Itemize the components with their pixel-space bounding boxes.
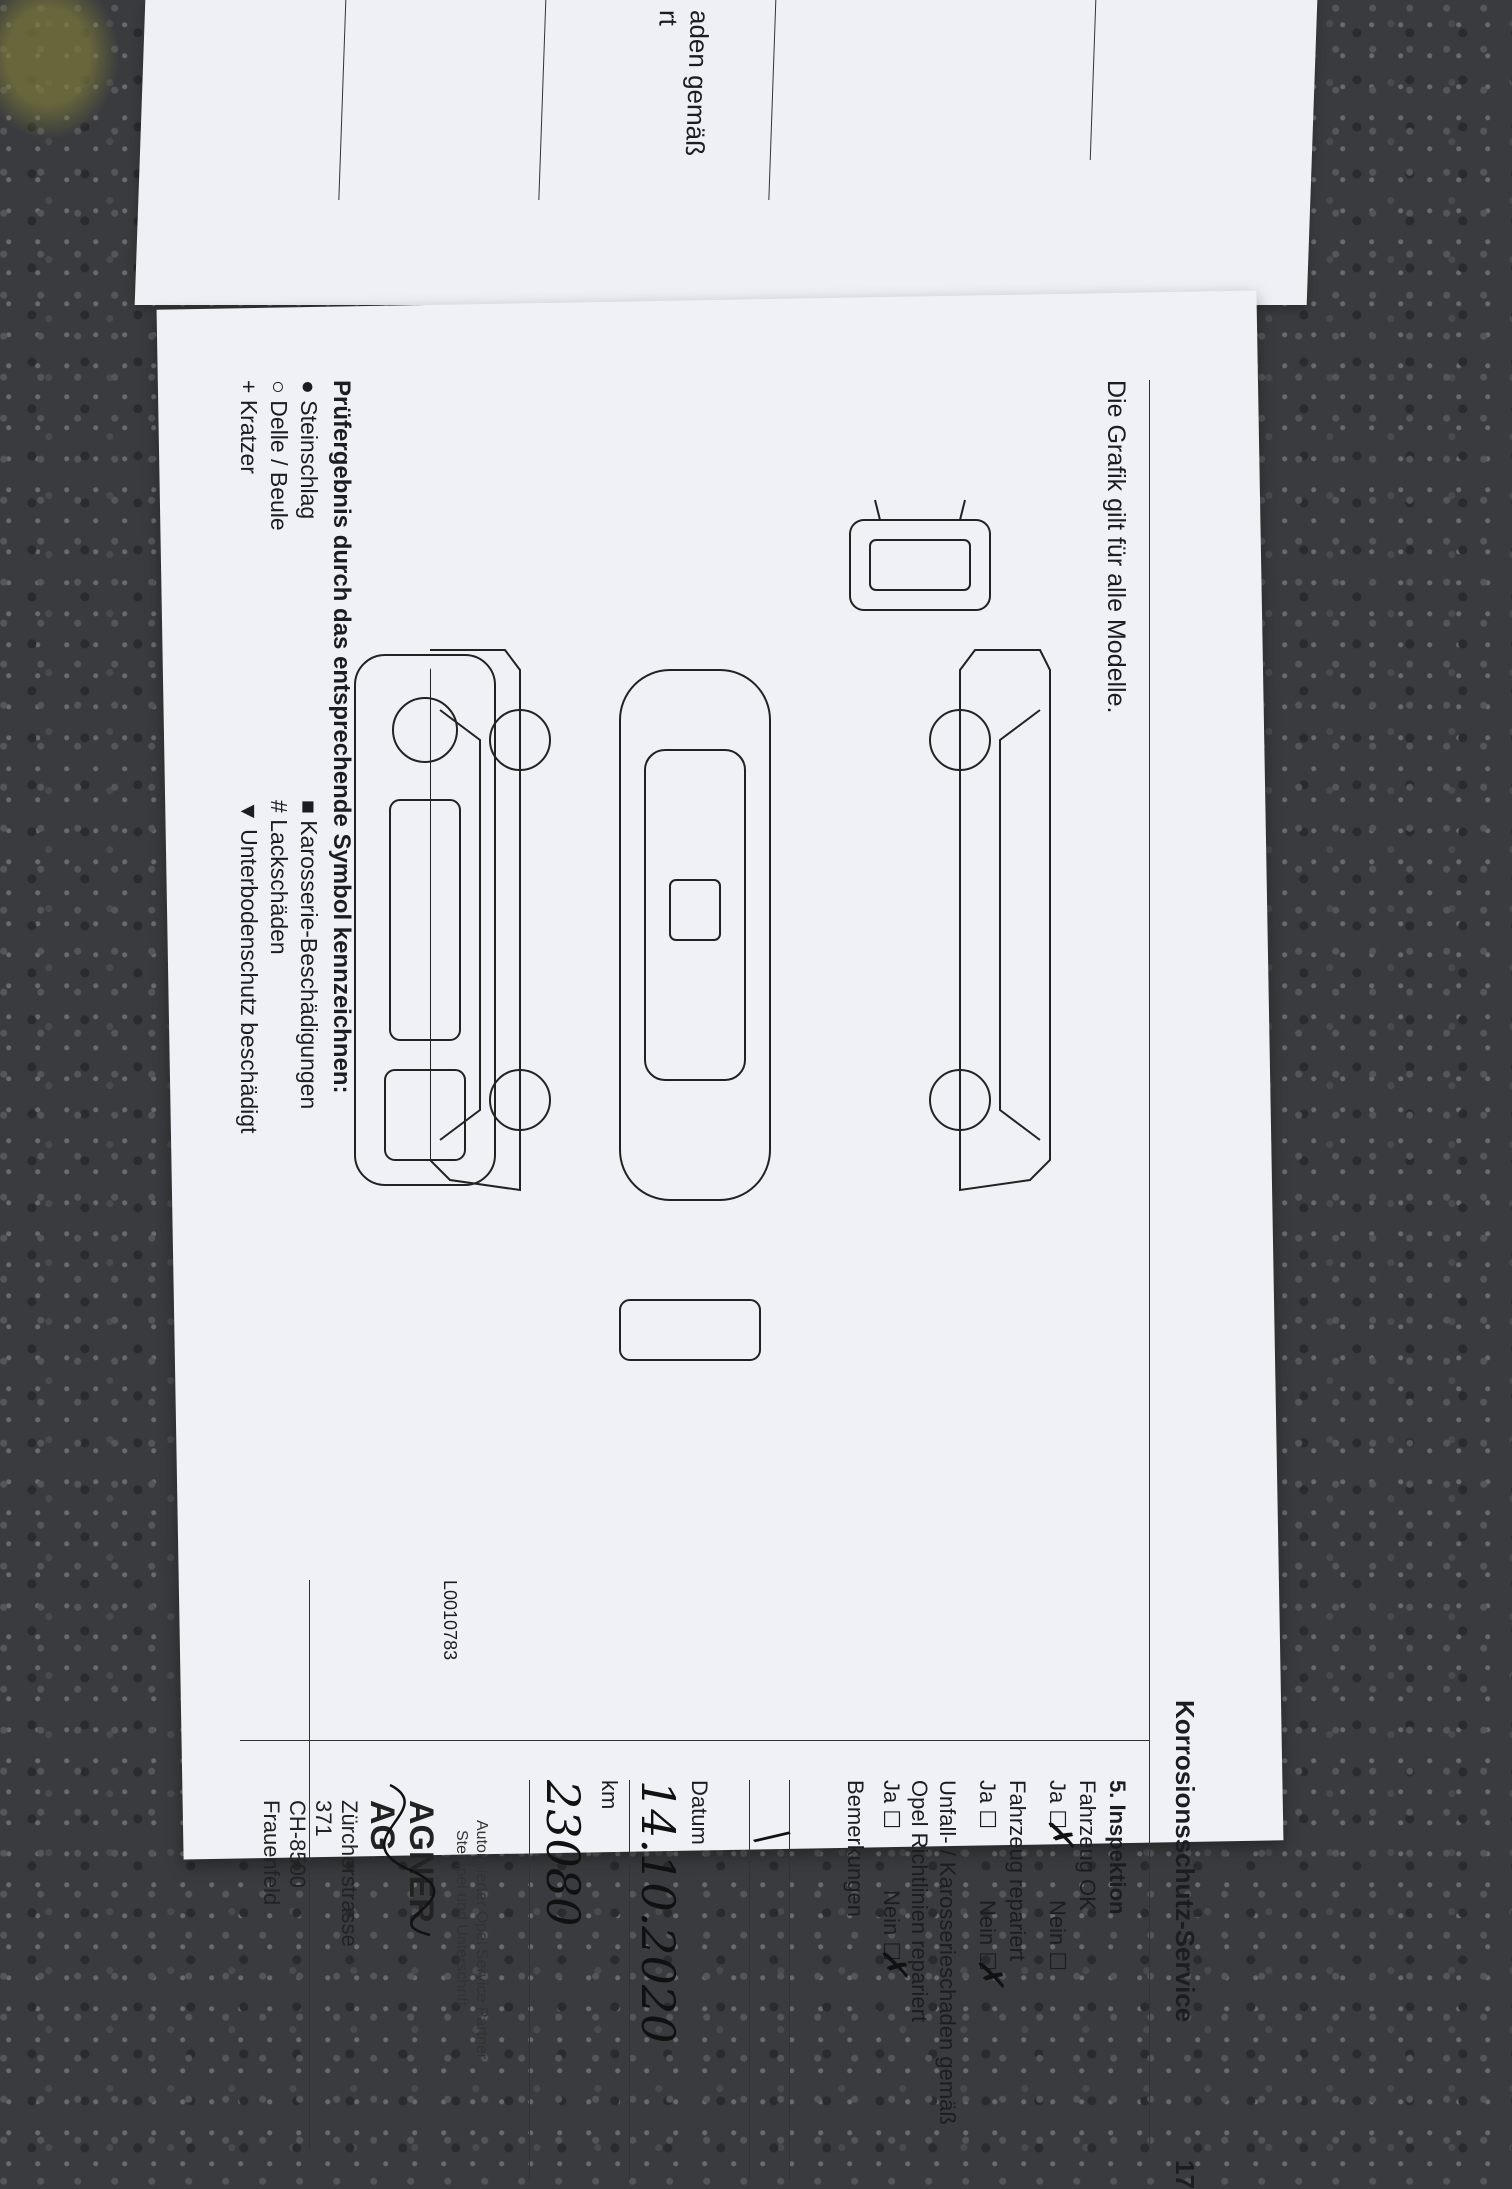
image-code: L0010783 [440,1580,460,1661]
accident-check-mark: ✗ [874,1948,914,1977]
previous-page: aden gemäß rt [134,0,1318,305]
inspection-heading: 5. Inspektion [1105,1780,1130,1915]
empty-circle-icon: ○ [266,380,292,394]
column-divider [240,1740,1150,1741]
moss-patch [0,0,120,140]
prev-page-line-2: rt [653,10,684,26]
stamp-label-2: Stempel und Unterschrift [453,1830,470,2007]
legend-item-karosserie: ■ Karosserie-Beschädigungen [296,800,322,1110]
vehicle-ok-check-mark: ✗ [1040,1818,1080,1847]
legend-item-steinschlag: ● Steinschlag [296,380,322,520]
page-title: Korrosionsschutz-Service [1170,1700,1200,2023]
vehicle-repaired-label: Fahrzeug repariert [1005,1780,1030,1961]
remarks-label: Bemerkungen [843,1780,868,1917]
signature [383,1783,436,1937]
filled-square-icon: ■ [296,800,322,814]
car-side-view-bottom [430,649,521,1192]
car-side-view-top [959,649,1051,1192]
plus-icon: + [236,380,262,394]
date-line [629,1780,630,2180]
car-damage-diagram [430,499,1051,1361]
km-value: 23080 [536,1780,590,1927]
legend-item-lack: # Lackschäden [266,800,292,955]
bottom-rule [309,1580,310,2150]
car-underbody-view [354,654,496,1186]
date-label: Datum [687,1780,712,1845]
legend-item-kratzer: + Kratzer [236,380,262,474]
car-top-view [619,669,771,1201]
filled-circle-icon: ● [296,380,322,394]
legend-item-delle: ○ Delle / Beule [266,380,292,531]
stamp-label-1: Autorisierter Opel Service Partner [473,1820,490,2060]
vehicle-repaired-check-mark: ✗ [970,1958,1010,1987]
km-label: km [597,1780,622,1810]
car-front-view [849,519,991,611]
remarks-dash-mark: / [750,1816,794,1857]
remarks-line-1 [789,1780,790,2180]
legend-heading: Prüfergebnis durch das entsprechende Sym… [328,380,355,1094]
hash-icon: # [266,800,292,813]
accident-label-1: Unfall- / Karosserieschaden gemäß [935,1780,960,2125]
page-number: 17 [1170,2160,1200,2189]
triangle-down-icon: ▼ [236,800,262,823]
legend-item-unterboden: ▼ Unterbodenschutz beschädigt [236,800,262,1134]
km-line [529,1780,530,2180]
accident-yes: Ja ☐ [879,1780,904,1830]
remarks-line-2 [749,1780,750,2180]
car-rear-view [619,1299,761,1361]
prev-page-line-1: aden gemäß [679,10,715,156]
vehicle-repaired-yes: Ja ☐ [975,1780,1000,1830]
page-content: Korrosionsschutz-Service 17 Die Grafik g… [230,380,1200,2189]
vehicle-ok-no: Nein ☐ [1045,1900,1070,1972]
stamp-line-3: CH-8500 Frauenfeld [259,1800,310,1906]
date-value: 14.10.2020 [631,1780,685,2044]
accident-label-2: Opel Richtlinien repariert [907,1780,932,2023]
